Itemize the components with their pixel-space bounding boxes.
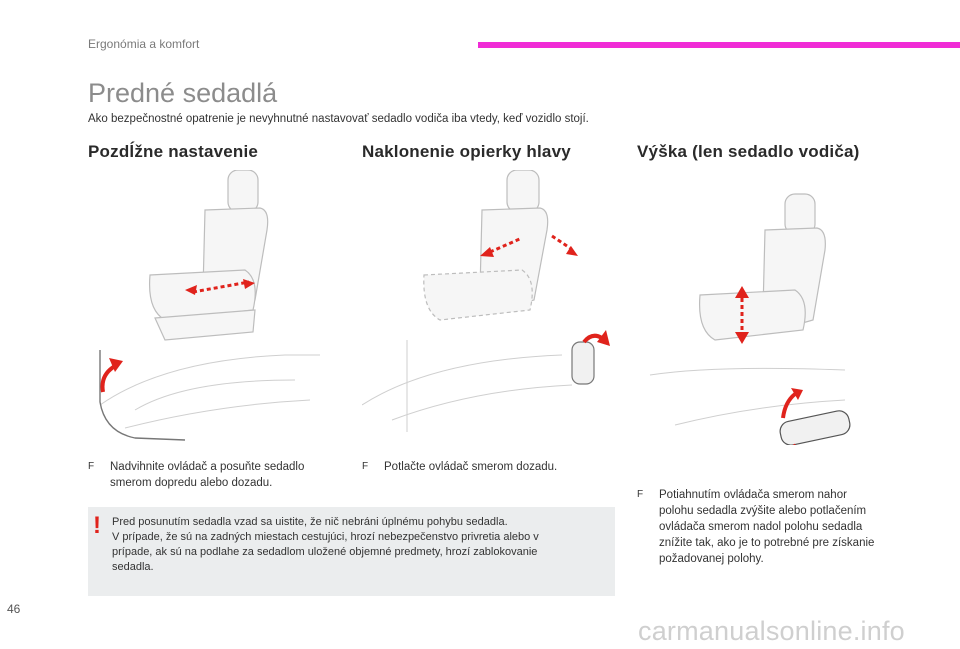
page-title: Predné sedadlá <box>88 78 278 108</box>
warning-icon: ! <box>93 512 101 539</box>
illustration-headrest-seat <box>362 170 610 432</box>
bullet-mark: F <box>88 461 95 472</box>
heading-longitudinal: Pozdĺžne nastavenie <box>88 142 259 161</box>
bullet-mark: F <box>637 489 644 500</box>
bullet-longitudinal: F Nadvihnite ovládač a posuňte sedadlo s… <box>88 461 305 489</box>
heading-headrest-tilt: Naklonenie opierky hlavy <box>362 142 571 161</box>
section-label: Ergonómia a komfort <box>88 37 200 51</box>
bullet-height: F Potiahnutím ovládača smerom nahor polo… <box>637 489 875 565</box>
watermark: carmanualsonline.info <box>638 616 905 646</box>
warning-text: Pred posunutím sedadla vzad sa uistite, … <box>112 516 539 573</box>
intro-text: Ako bezpečnostné opatrenie je nevyhnutné… <box>88 113 589 125</box>
illustration-height-seat <box>649 193 851 445</box>
heading-height: Výška (len sedadlo vodiča) <box>637 142 860 161</box>
bullet-mark: F <box>362 461 369 472</box>
section-accent-bar <box>478 42 960 48</box>
illustration-longitudinal-seat <box>99 170 320 441</box>
bullet-headrest-tilt: F Potlačte ovládač smerom dozadu. <box>362 461 558 473</box>
page-number: 46 <box>7 602 21 616</box>
warning-box <box>88 507 615 596</box>
